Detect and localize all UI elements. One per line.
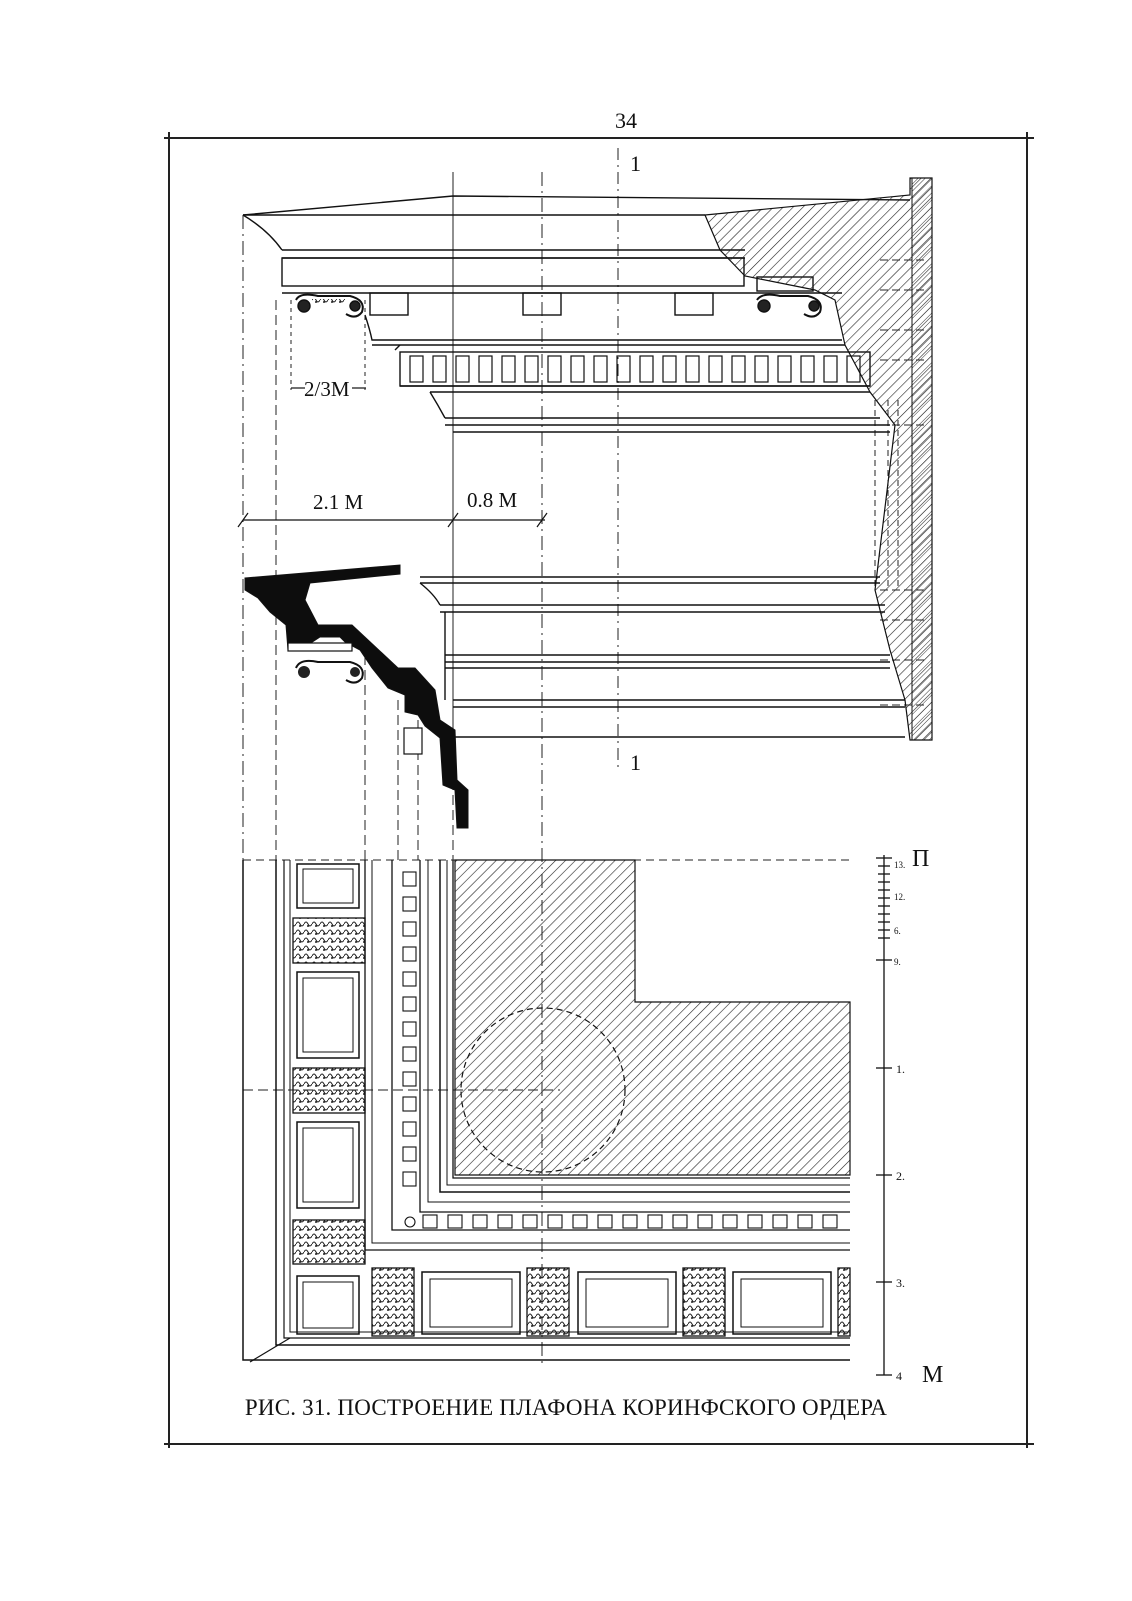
module-scale — [876, 855, 892, 1376]
dimension-lines — [237, 387, 548, 528]
frame-right-line — [1026, 132, 1028, 1448]
coffers-bottom — [371, 1267, 851, 1337]
scale-tick-2: 2. — [896, 1169, 905, 1183]
ceiling-plan — [242, 860, 850, 1363]
scale-tick-4: 4 — [896, 1369, 902, 1383]
scroll-bracket-right — [756, 293, 822, 318]
scale-top-label: П — [912, 846, 929, 872]
scale-tick-12: 12. — [894, 892, 905, 902]
dentils — [409, 355, 861, 383]
scroll-bracket-left — [295, 293, 364, 318]
dimension-modillion-spacing: 2/3M — [304, 377, 350, 401]
cornice-elevation — [242, 195, 911, 738]
frame-top-line — [164, 137, 1034, 139]
dimension-offset: 0.8 M — [467, 488, 518, 512]
scale-tick-9: 9. — [894, 957, 901, 967]
modillion — [369, 292, 409, 316]
modillion — [522, 292, 562, 316]
dentil-band — [399, 351, 871, 387]
page-number: 34 — [615, 108, 637, 133]
scale-bottom-label: М — [922, 1362, 943, 1388]
frame-left-line — [168, 132, 170, 1448]
scale-tick-3: 3. — [896, 1276, 905, 1290]
figure-caption: РИС. 31. ПОСТРОЕНИЕ ПЛАФОНА КОРИНФСКОГО … — [244, 1395, 888, 1420]
scale-tick-13: 13. — [894, 860, 905, 870]
coffers-left — [292, 863, 366, 1335]
wall-section-hatch — [704, 177, 933, 741]
plan-dentils-horizontal — [422, 1214, 838, 1229]
frame-bottom-line — [164, 1443, 1034, 1445]
section-mark-top: 1 — [630, 151, 641, 176]
scale-tick-6: 6. — [894, 926, 901, 936]
plan-dentils-vertical — [402, 871, 417, 1228]
section-mark-bottom: 1 — [630, 750, 641, 775]
construction-lines — [242, 148, 928, 1365]
scale-tick-1: 1. — [896, 1062, 905, 1076]
dimension-projection: 2.1 M — [313, 490, 364, 514]
modillion — [674, 292, 714, 316]
plan-hatch — [454, 859, 851, 1176]
cornice-section-profile — [244, 564, 469, 829]
